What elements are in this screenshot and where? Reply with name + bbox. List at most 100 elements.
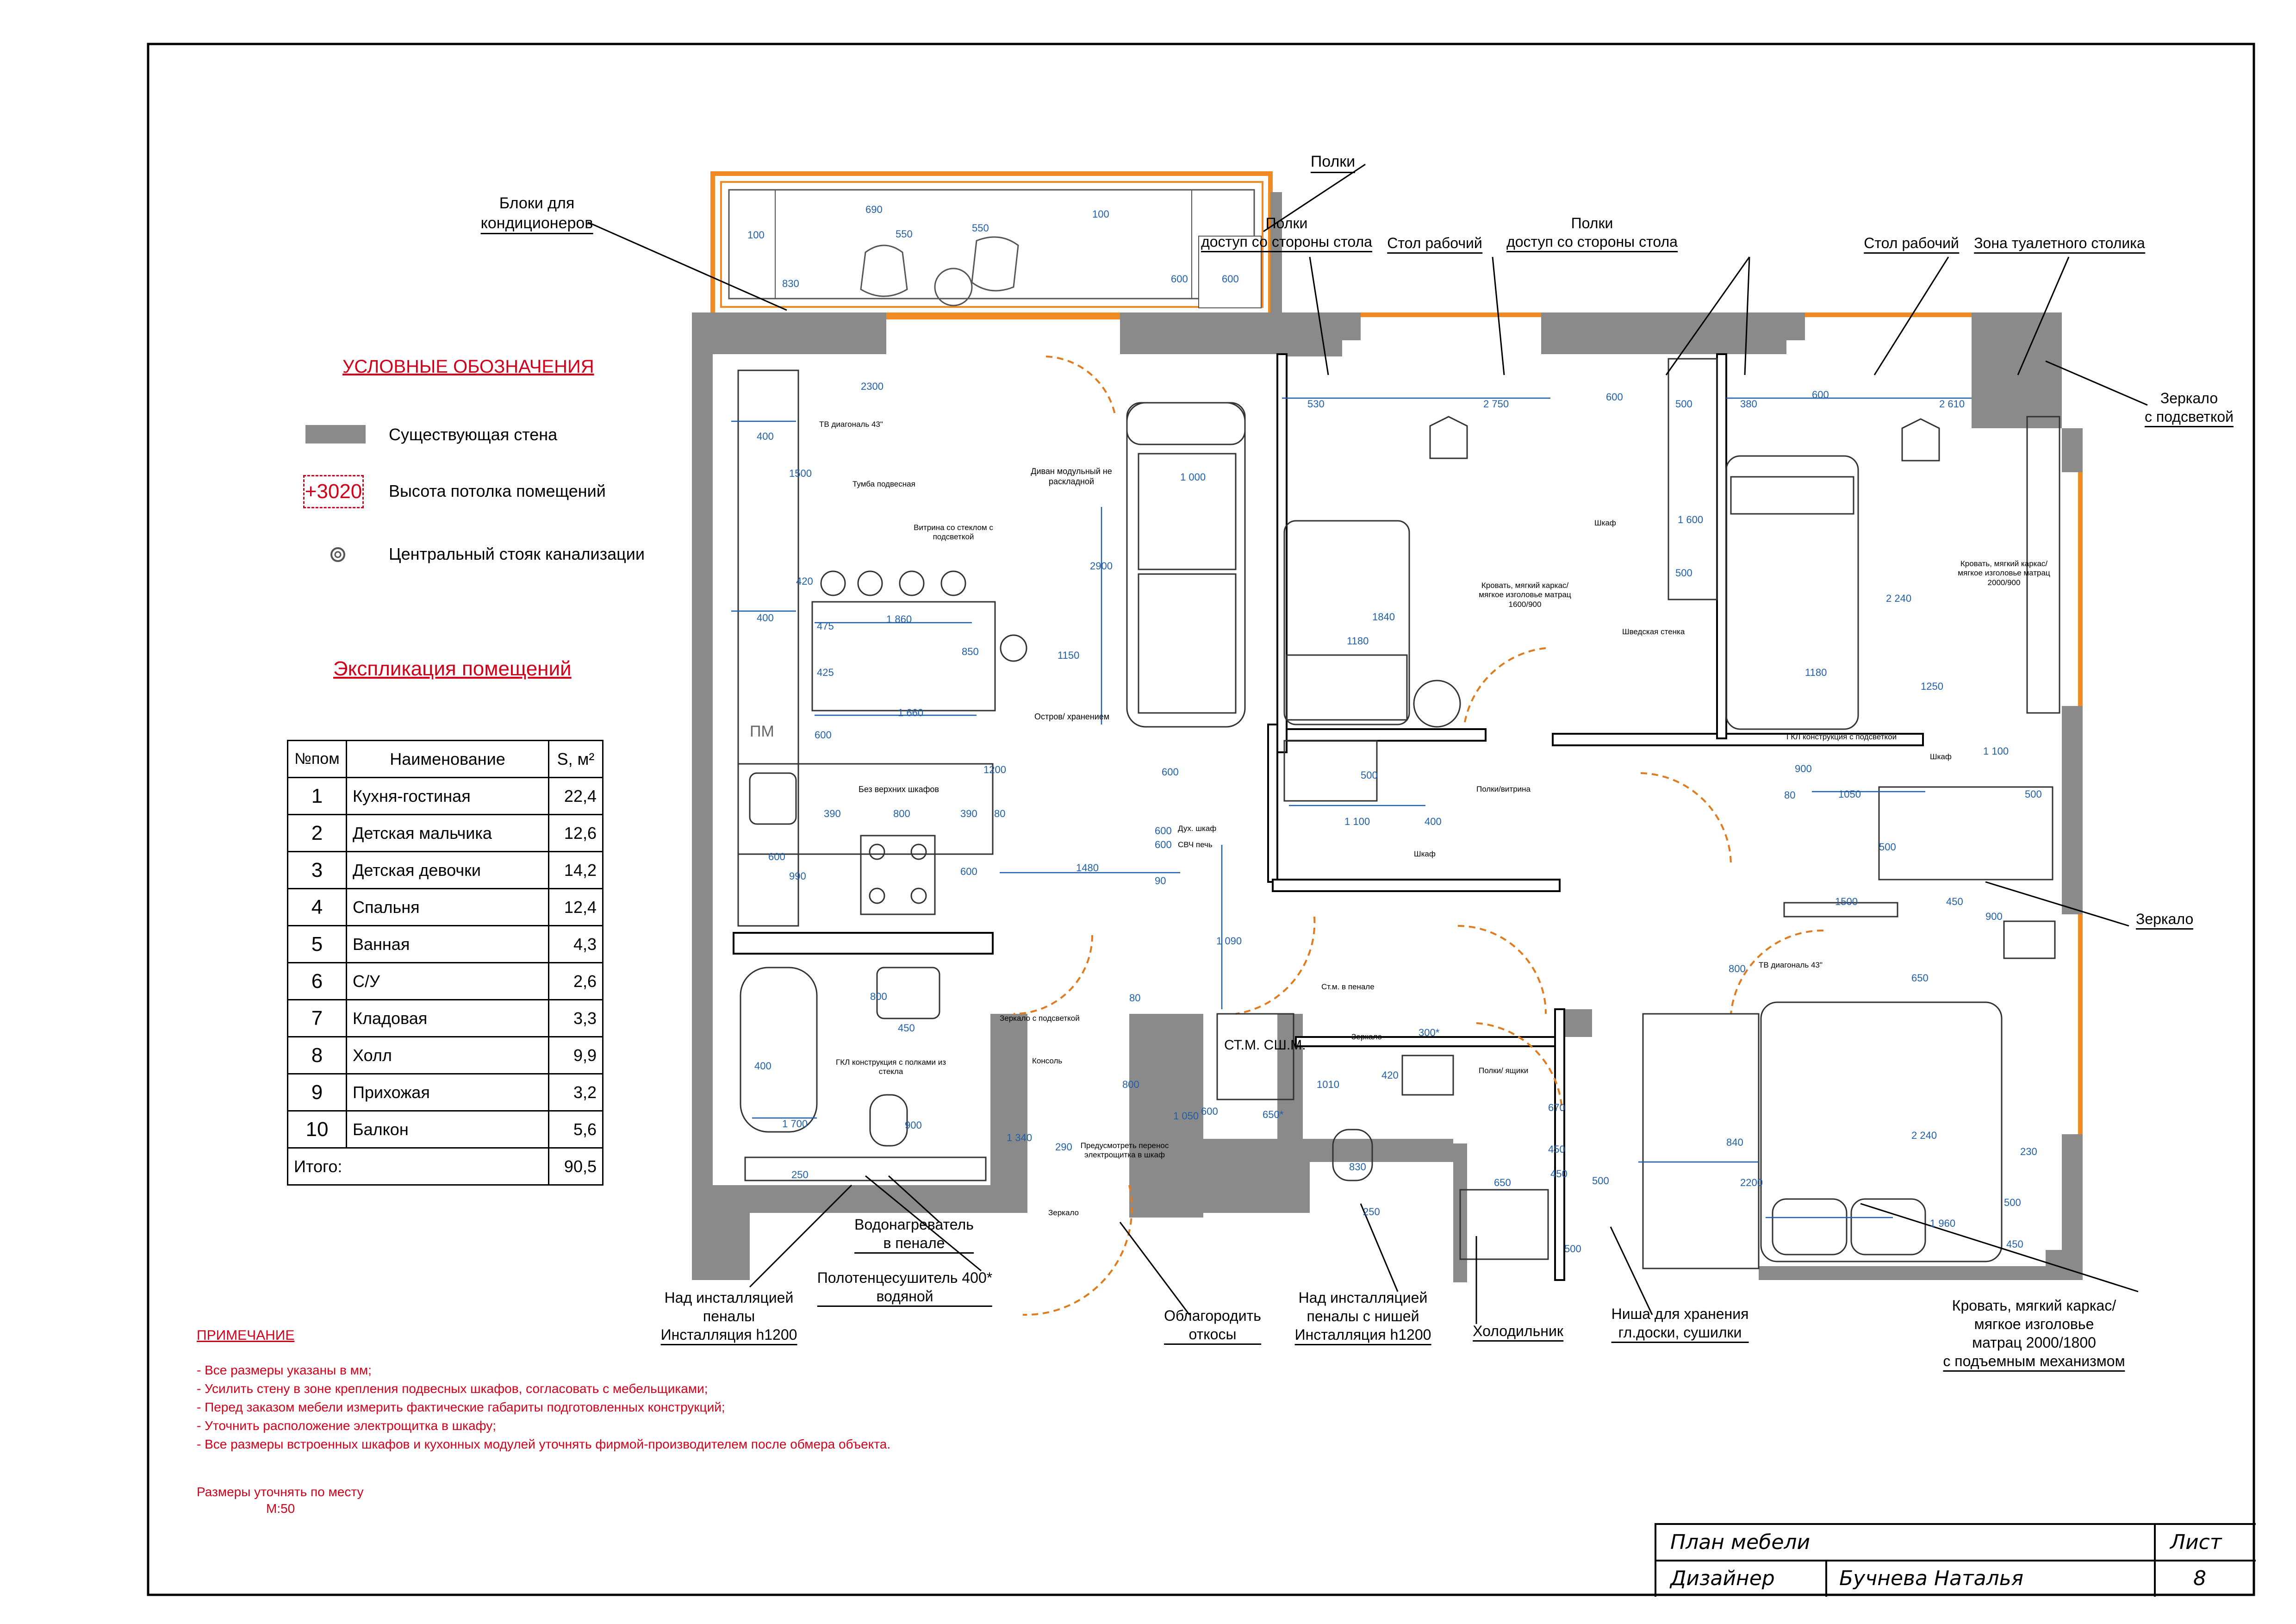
- toilet-icon: [1332, 1129, 1373, 1181]
- plan-label-oven: Дух. шкаф: [1178, 824, 1217, 833]
- title-block-title: План мебели: [1670, 1530, 1811, 1554]
- plan-label-pm: ПМ: [750, 723, 774, 740]
- title-block-sheet-number: 8: [2193, 1567, 2206, 1590]
- note-line: - Перед заказом мебели измерить фактичес…: [197, 1400, 725, 1414]
- header-num: №пом: [287, 740, 347, 778]
- row-num: 5: [287, 925, 347, 963]
- row-name: Детская мальчика: [346, 814, 549, 852]
- dimension-value: 2 610: [1939, 398, 1965, 410]
- dimension-value: 650*: [1263, 1109, 1284, 1120]
- partitions: [733, 353, 1924, 1281]
- callout-line: Холодильник: [1473, 1322, 1563, 1342]
- plan-label-washer-col: СТ.М. СШ.М.: [1224, 1037, 1306, 1053]
- living-furniture: [737, 369, 1246, 927]
- dimension-value: 500: [1564, 1243, 1581, 1255]
- dimension-value: 1 100: [1344, 816, 1370, 827]
- dimension-value: 1 960: [1930, 1218, 1956, 1229]
- callout-desk-2: Стол рабочий: [1864, 234, 1959, 254]
- callout-towel-dryer: Полотенцесушитель 400*водяной: [817, 1268, 993, 1307]
- dimension-value: 1840: [1372, 611, 1395, 623]
- dimension-value: 830: [782, 278, 799, 289]
- callout-line: Полки: [1265, 215, 1308, 231]
- row-name: Балкон: [346, 1110, 549, 1149]
- stove-icon: [860, 835, 936, 915]
- dimension-value: 600: [1171, 273, 1188, 285]
- plan-label-wardrobe-3: Шкаф: [1930, 752, 1952, 761]
- dimension-value: 550: [972, 222, 989, 234]
- callout-line: Водонагреватель: [854, 1216, 974, 1233]
- row-num: 7: [287, 999, 347, 1037]
- row-num: 1: [287, 777, 347, 815]
- row-name: Ванная: [346, 925, 549, 963]
- row-name: Холл: [346, 1036, 549, 1074]
- plan-label-wardrobe-2: Шкаф: [1414, 849, 1436, 858]
- plan-label-mirror-bath-light: Зеркало с подсветкой: [1000, 1014, 1080, 1023]
- plan-label-no-upper: Без верхних шкафов: [859, 785, 939, 794]
- row-num: 10: [287, 1110, 347, 1149]
- plan-label-shelf-showcase: Полки/витрина: [1476, 785, 1531, 793]
- dimension-value: 300*: [1419, 1027, 1440, 1038]
- callout-line: Полки: [1310, 152, 1356, 173]
- plan-label-washer-in-case: Ст.м. в пенале: [1321, 982, 1375, 991]
- callout-line: Зеркало: [2160, 390, 2218, 406]
- plan-label-tv-43-bedroom: ТВ диагональ 43": [1759, 961, 1823, 969]
- dimension-value: 650: [1911, 972, 1929, 984]
- dimension-value: 450: [1946, 896, 1963, 907]
- callout-desk-1: Стол рабочий: [1387, 234, 1482, 254]
- dimension-value: 2 240: [1911, 1130, 1937, 1141]
- dimension-value: 600: [1812, 389, 1829, 400]
- plan-label-bed-kids-2: Кровать, мягкий каркас/ мягкое изголовье…: [1958, 559, 2050, 587]
- row-area: 5,6: [548, 1110, 604, 1149]
- sofa-icon: [1126, 402, 1246, 728]
- dimension-value: 1150: [1058, 650, 1080, 661]
- callout-line: Стол рабочий: [1864, 234, 1959, 254]
- dimension-value: 1 000: [1180, 471, 1206, 483]
- sink-icon: [749, 772, 797, 825]
- row-num: 6: [287, 962, 347, 1000]
- row-name: Кухня-гостиная: [346, 777, 549, 815]
- dimension-value: 1500: [1835, 896, 1858, 907]
- title-block-designer-name: Бучнева Наталья: [1839, 1567, 2024, 1590]
- plan-label-shelves-boxes: Полки/ ящики: [1479, 1066, 1529, 1075]
- plan-label-swedish-wall: Шведская стенка: [1622, 627, 1685, 636]
- dimension-value: 690: [865, 204, 883, 215]
- dimension-value: 290: [1055, 1141, 1072, 1153]
- washer-column: [1216, 1013, 1294, 1100]
- dimension-value: 400: [757, 431, 774, 442]
- plan-label-mirror-entry: Зеркало: [1048, 1208, 1079, 1217]
- dimension-value: 600: [815, 729, 832, 741]
- dimension-lines: [731, 397, 1972, 1218]
- callout-line: гл.доски, сушилки: [1611, 1323, 1749, 1343]
- notes-footer-line-1: Размеры уточнять по месту: [197, 1485, 364, 1499]
- bed-icon: [1760, 1001, 2003, 1262]
- dimension-value: 500: [1592, 1175, 1609, 1187]
- plan-label-gkl-glass: ГКЛ конструкция с полками из стекла: [836, 1058, 946, 1076]
- row-num: 8: [287, 1036, 347, 1074]
- armchair-icon: [971, 236, 1019, 292]
- dimension-value: 1 100: [1983, 745, 2009, 757]
- callout-line: Зона туалетного столика: [1974, 234, 2145, 254]
- explication-title: Экспликация помещений: [333, 657, 572, 680]
- dimension-value: 390: [824, 808, 841, 819]
- dimension-value: 850: [962, 646, 979, 657]
- dimension-value: 600: [1222, 273, 1239, 285]
- balcony-table-icon: [934, 268, 973, 306]
- plan-label-console: Консоль: [1032, 1056, 1063, 1065]
- dimension-value: 530: [1307, 398, 1325, 410]
- callout-shelves-top: Полки: [1310, 152, 1356, 173]
- dimension-value: 2 750: [1483, 398, 1509, 410]
- dimension-value: 600: [1155, 825, 1172, 837]
- row-num: 2: [287, 814, 347, 852]
- title-block-sheet-label: Лист: [2170, 1530, 2222, 1554]
- dimension-value: 425: [817, 667, 834, 678]
